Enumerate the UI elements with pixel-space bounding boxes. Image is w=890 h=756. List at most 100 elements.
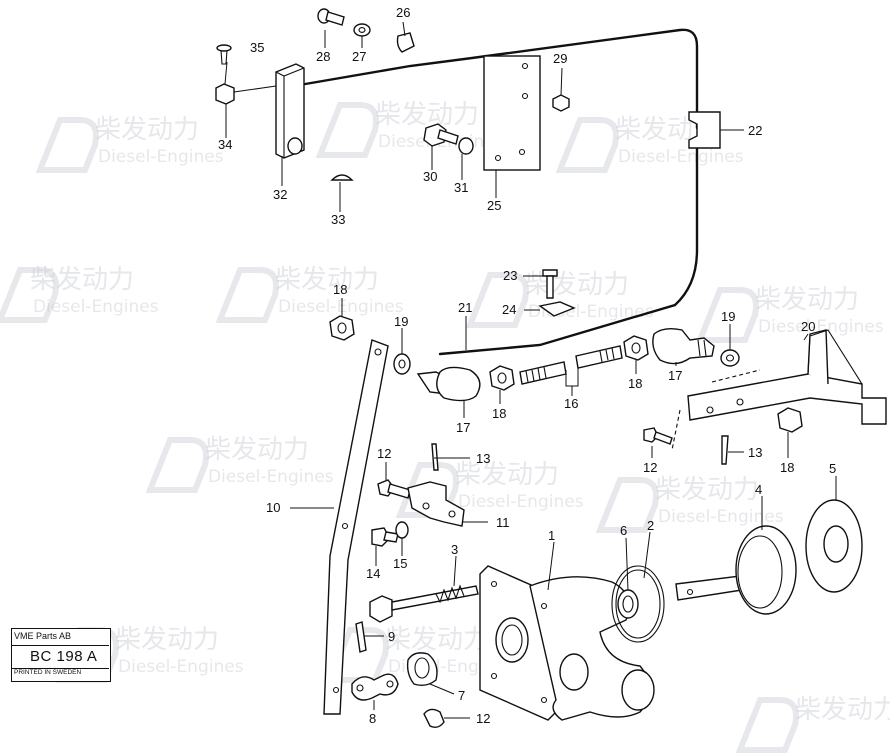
nut-hole <box>337 322 347 334</box>
callout-12: 12 <box>377 446 391 461</box>
leader-lines <box>224 21 837 719</box>
callout-18: 18 <box>492 406 506 421</box>
bracket-block <box>275 63 305 159</box>
mounting-plate <box>483 55 541 171</box>
callout-17: 17 <box>668 368 682 383</box>
nut-hole <box>497 372 507 384</box>
lower-assembly <box>351 443 863 729</box>
cotter-pin <box>721 435 729 465</box>
split-pin <box>355 621 367 653</box>
cable <box>280 28 699 130</box>
callout-18: 18 <box>628 376 642 391</box>
callout-11: 11 <box>496 515 510 530</box>
callout-22: 22 <box>748 123 762 138</box>
plate-title: VME Parts AB <box>14 631 72 641</box>
bushing-bore <box>414 657 430 679</box>
callout-14: 14 <box>366 566 380 581</box>
flange-hole <box>540 602 548 610</box>
washer <box>353 23 371 37</box>
callout-7: 7 <box>458 688 465 703</box>
clevis-pin <box>423 708 445 729</box>
washer <box>720 349 740 367</box>
watermark-brand: 柴发动力 <box>755 285 859 315</box>
watermark-brand: 柴发动力 <box>455 460 559 490</box>
callout-13: 13 <box>476 451 490 466</box>
watermark-layer: 柴发动力 Diesel-Engines 柴发动力 Diesel-Engines … <box>0 100 890 753</box>
callout-15: 15 <box>393 556 407 571</box>
washer-hole <box>725 354 735 362</box>
bolt-shank <box>653 431 673 445</box>
callout-20: 20 <box>801 319 815 334</box>
watermark-sub: Diesel-Engines <box>208 467 334 487</box>
callout-6: 6 <box>620 523 627 538</box>
callout-35: 35 <box>250 40 264 55</box>
callout-16: 16 <box>564 396 578 411</box>
nut <box>777 407 803 433</box>
valve-disc <box>735 525 797 615</box>
callouts: 26 28 27 35 29 22 34 30 31 32 25 33 23 1… <box>218 5 836 726</box>
rod-thread <box>599 347 615 363</box>
o-ring <box>611 565 665 643</box>
stem-hole <box>686 588 694 596</box>
bolt-head <box>542 269 558 277</box>
callout-28: 28 <box>316 49 330 64</box>
callout-21: 21 <box>458 300 472 315</box>
callout-29: 29 <box>553 51 567 66</box>
lever-hole <box>374 348 382 356</box>
callout-34: 34 <box>218 137 232 152</box>
bracket-hole <box>422 502 430 510</box>
screw-shank <box>437 129 459 145</box>
bracket-edge <box>807 329 863 385</box>
plate-footer: PRINTED IN SWEDEN <box>14 669 82 676</box>
callout-30: 30 <box>423 169 437 184</box>
callout-33: 33 <box>331 212 345 227</box>
watermark-sub: Diesel-Engines <box>118 657 244 677</box>
cable-clamp <box>688 111 721 149</box>
bolt-head <box>369 595 393 623</box>
cable-clip <box>538 301 576 317</box>
housing-port-inner <box>501 624 523 656</box>
housing-port <box>621 669 655 711</box>
valve-disc-inner <box>737 535 783 609</box>
plate-code: BC 198 A <box>30 648 98 665</box>
callout-10: 10 <box>266 500 280 515</box>
ball-joint <box>652 327 715 365</box>
washer <box>395 521 409 539</box>
callout-18: 18 <box>780 460 794 475</box>
housing-port <box>495 617 529 663</box>
callout-2: 2 <box>647 518 654 533</box>
spring <box>435 584 465 604</box>
watermark-brand: 柴发动力 <box>205 435 309 465</box>
callout-32: 32 <box>273 187 287 202</box>
watermark-brand: 柴发动力 <box>95 115 199 145</box>
cable-end-wire <box>233 85 277 93</box>
watermark-brand: 柴发动力 <box>275 265 379 295</box>
watermark-sub: Diesel-Engines <box>98 147 224 167</box>
bolt-shank <box>391 585 479 611</box>
nut <box>329 315 355 341</box>
plate-hole <box>494 154 502 162</box>
watermark-sub: Diesel-Engines <box>758 317 884 337</box>
watermark-sub: Diesel-Engines <box>458 492 584 512</box>
plate-hole <box>521 62 529 70</box>
lever <box>323 339 389 715</box>
watermark-sub: Diesel-Engines <box>658 507 784 527</box>
callout-12: 12 <box>643 460 657 475</box>
callout-25: 25 <box>487 198 501 213</box>
nut <box>552 94 570 112</box>
seal-hole <box>622 595 634 613</box>
screw-shank <box>325 11 345 26</box>
watermark-sub: Diesel-Engines <box>618 147 744 167</box>
callout-4: 4 <box>755 482 762 497</box>
callout-1: 1 <box>548 528 555 543</box>
watermark-brand: 柴发动力 <box>525 270 629 300</box>
callout-24: 24 <box>502 302 516 317</box>
flange-hole <box>490 580 498 588</box>
bolt-shank <box>387 483 411 499</box>
upper-cable-assembly <box>215 8 721 356</box>
screw-head <box>216 44 232 52</box>
bracket-hole <box>736 398 744 406</box>
callout-18: 18 <box>333 282 347 297</box>
nut <box>489 365 515 391</box>
cable-end <box>215 83 235 105</box>
